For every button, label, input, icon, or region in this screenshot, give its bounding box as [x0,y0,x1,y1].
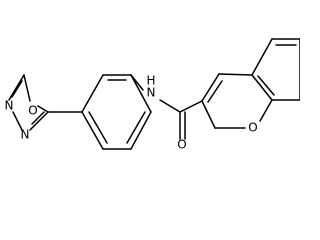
bond-ph4-ph5-inner [126,111,146,144]
atom-oxadiazole-n4: N [21,128,30,142]
atom-oxadiazole-n3: N [5,99,14,113]
bond-c2-n3-inner [11,80,23,98]
atom-oxadiazole-o: O [28,104,37,118]
bond-n3-n4 [12,111,23,131]
bond-ph6-ph1 [81,111,104,150]
bond-c4a-c8a-inner [257,75,275,96]
bond-ph6-ph1-inner [88,111,108,144]
bond-ph1-ph2 [81,74,104,113]
bond-ph3-ph4 [130,74,152,113]
bond-c3-c4 [201,73,220,102]
atom-amide-n: N [147,86,156,100]
atom-amide-h: H [146,74,155,88]
bond-o1-c8a [259,99,273,122]
bonds [8,38,300,150]
bond-ph4-ph5 [130,111,152,150]
atom-labels: O N N N H O O [5,74,258,152]
bond-n4-c5-inner [31,111,45,125]
bond-c5-o1 [37,105,49,113]
bond-c2-n3 [8,74,25,101]
bond-carbonyl-c3 [179,100,203,113]
bond-c4a-c5 [251,38,273,76]
bond-c3-c4-inner [207,80,223,103]
bond-phenyl-amide-n [130,74,144,91]
atom-carbonyl-o: O [177,138,186,152]
bond-c3-c2 [201,100,216,129]
bond-c4a-c8a [251,74,273,101]
atom-chromene-o: O [248,121,257,135]
bond-amide-n-carbonyl [159,99,181,113]
bond-n4-c5 [29,111,49,131]
molecule-canvas: O N N N H O O [4,38,300,152]
molecule-structure: O N N N H O O [5,38,300,152]
bond-o1-c2 [23,74,31,102]
bond-c4-c4a [218,73,253,76]
